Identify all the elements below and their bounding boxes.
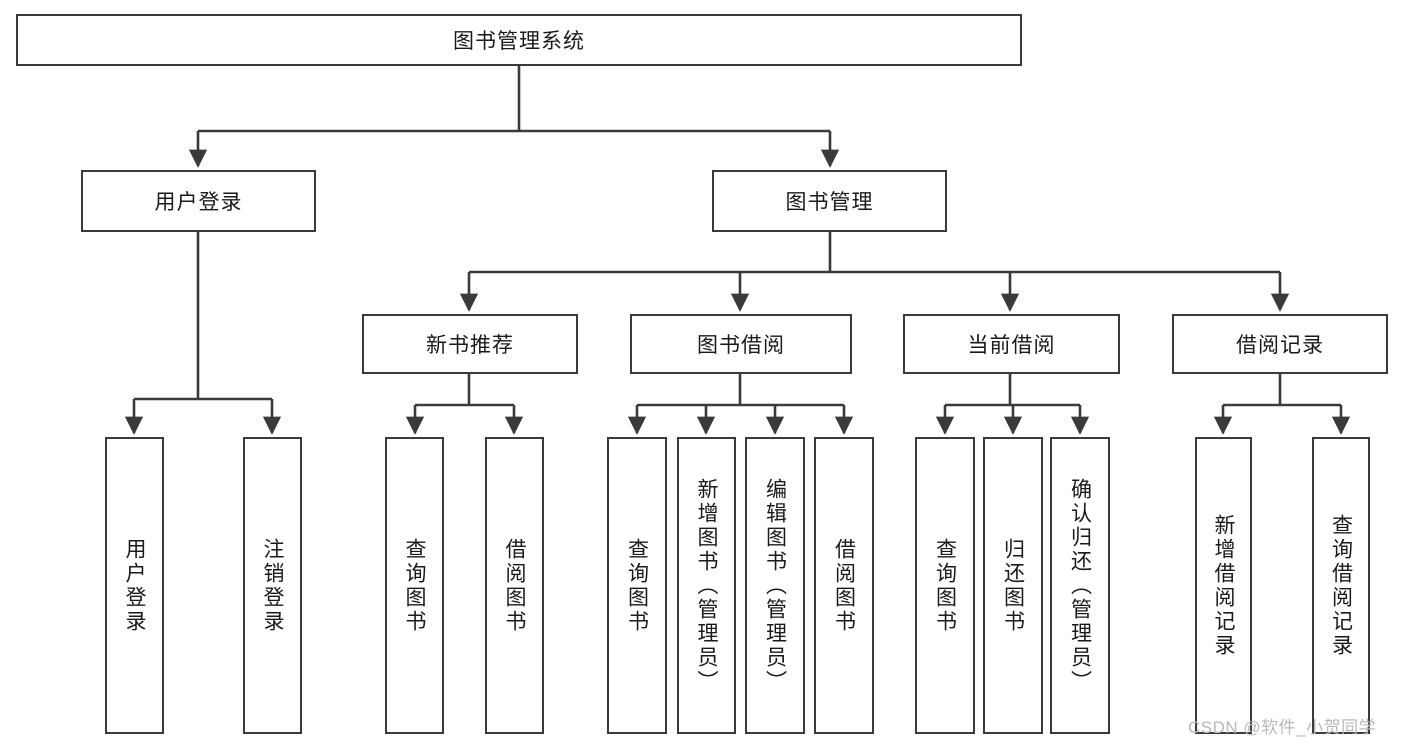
leaf-add-book-admin[interactable]: 新增图书（管理员）	[677, 437, 736, 734]
leaf-edit-book-admin[interactable]: 编辑图书（管理员）	[745, 437, 805, 734]
leaf-query-borrow-record[interactable]: 查询借阅记录	[1312, 437, 1370, 734]
node-label: 注销登录	[261, 537, 284, 634]
node-label: 图书管理	[785, 191, 874, 214]
node-label: 编辑图书（管理员）	[763, 477, 787, 694]
node-label: 借阅记录	[1236, 334, 1324, 357]
node-label: 确认归还（管理员）	[1068, 477, 1092, 694]
node-label: 查询借阅记录	[1329, 513, 1353, 658]
node-new-book-recommend[interactable]: 新书推荐	[362, 314, 578, 374]
node-root-book-management-system[interactable]: 图书管理系统	[16, 14, 1022, 66]
node-label: 图书借阅	[697, 334, 785, 357]
leaf-query-book-current[interactable]: 查询图书	[915, 437, 975, 734]
node-label: 用户登录	[154, 191, 243, 214]
node-book-management[interactable]: 图书管理	[712, 170, 947, 232]
node-book-borrow[interactable]: 图书借阅	[630, 314, 852, 374]
node-label: 借阅图书	[832, 537, 856, 634]
leaf-query-book-recommend[interactable]: 查询图书	[385, 437, 444, 734]
node-label: 查询图书	[625, 537, 649, 634]
node-user-login[interactable]: 用户登录	[81, 170, 316, 232]
leaf-borrow-book-recommend[interactable]: 借阅图书	[485, 437, 544, 734]
node-label: 当前借阅	[967, 334, 1056, 357]
node-label: 新增借阅记录	[1212, 513, 1235, 658]
node-label: 图书管理系统	[453, 30, 585, 53]
leaf-add-borrow-record[interactable]: 新增借阅记录	[1195, 437, 1252, 734]
node-label: 用户登录	[123, 537, 146, 634]
leaf-user-login[interactable]: 用户登录	[105, 437, 164, 734]
node-label: 查询图书	[403, 537, 426, 634]
node-borrow-record[interactable]: 借阅记录	[1172, 314, 1388, 374]
node-label: 新书推荐	[426, 334, 514, 357]
leaf-logout-login[interactable]: 注销登录	[243, 437, 302, 734]
node-label: 新增图书（管理员）	[695, 477, 718, 694]
leaf-confirm-return-admin[interactable]: 确认归还（管理员）	[1050, 437, 1110, 734]
watermark: CSDN @软件_小贺同学	[1188, 718, 1377, 737]
node-label: 查询图书	[933, 537, 957, 634]
leaf-query-book-borrow[interactable]: 查询图书	[607, 437, 667, 734]
node-label: 归还图书	[1001, 537, 1025, 634]
node-label: 借阅图书	[503, 537, 526, 634]
leaf-return-book[interactable]: 归还图书	[983, 437, 1043, 734]
leaf-borrow-book[interactable]: 借阅图书	[814, 437, 874, 734]
node-current-borrow[interactable]: 当前借阅	[903, 314, 1120, 374]
